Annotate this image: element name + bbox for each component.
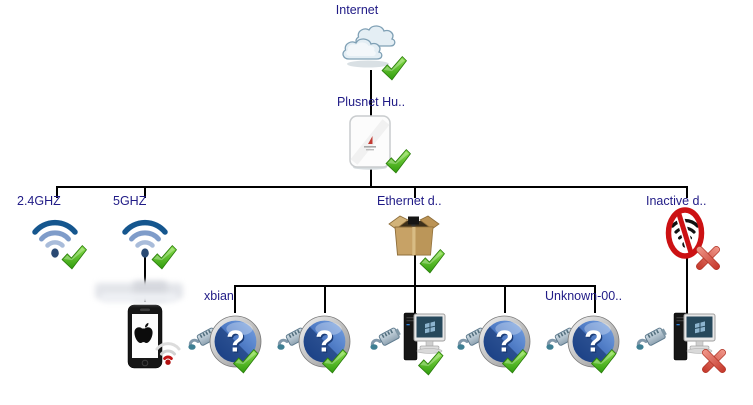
node-label-5ghz: 5GHZ — [113, 194, 147, 208]
check-icon — [417, 248, 446, 275]
edge-ethernet-bus — [414, 251, 416, 287]
no-signal-wifi-icon — [152, 338, 184, 366]
check-icon — [59, 244, 88, 271]
check-icon — [588, 348, 618, 375]
redacted-device-label — [93, 281, 187, 305]
unknown-device-icon[interactable]: ? ? — [478, 315, 531, 368]
edge-drop-dev4 — [504, 285, 506, 313]
check-icon — [319, 348, 349, 375]
node-label-unknown: Unknown-00.. — [545, 289, 623, 303]
edge-drop-dev2 — [324, 285, 326, 313]
node-label-inactive: Inactive d.. — [646, 194, 707, 208]
node-label-internet: Internet — [335, 3, 379, 17]
check-icon — [383, 148, 412, 175]
edge-internet-router — [370, 70, 372, 118]
svg-text:?: ? — [315, 325, 334, 359]
node-label-xbian: xbian — [204, 289, 234, 303]
edge-drop-dev3 — [414, 285, 416, 313]
edge-drop-inactive — [686, 186, 688, 198]
edge-inactive-dev6 — [686, 258, 688, 314]
unknown-device-icon[interactable]: ? ? — [209, 315, 262, 368]
edge-router-bus — [370, 168, 372, 188]
svg-text:?: ? — [227, 326, 246, 360]
svg-text:?: ? — [495, 325, 514, 359]
edge-drop-dev5 — [594, 285, 596, 313]
svg-text:?: ? — [496, 326, 515, 360]
node-label-ethernet: Ethernet d.. — [377, 194, 442, 208]
svg-text:?: ? — [226, 325, 245, 359]
svg-text:?: ? — [584, 325, 603, 359]
check-icon — [230, 348, 260, 375]
check-icon — [499, 348, 529, 375]
edge-drop-5ghz — [144, 186, 146, 198]
edge-drop-24ghz — [56, 186, 58, 198]
edge-drop-dev1 — [234, 285, 236, 313]
edge-router-branch-bus — [56, 186, 688, 188]
cross-icon — [694, 245, 722, 271]
cross-icon — [700, 348, 728, 374]
node-label-router: Plusnet Hu.. — [336, 95, 406, 109]
check-icon — [149, 244, 178, 271]
svg-text:?: ? — [585, 326, 604, 360]
edge-drop-ethernet — [414, 186, 416, 198]
check-icon — [379, 55, 408, 82]
svg-text:?: ? — [316, 326, 335, 360]
check-icon — [415, 350, 445, 377]
node-label-24ghz: 2.4GHZ — [17, 194, 61, 208]
edge-5ghz-iphone — [144, 254, 146, 302]
unknown-device-icon[interactable]: ? ? — [298, 315, 351, 368]
unknown-device-icon[interactable]: ? ? — [567, 315, 620, 368]
